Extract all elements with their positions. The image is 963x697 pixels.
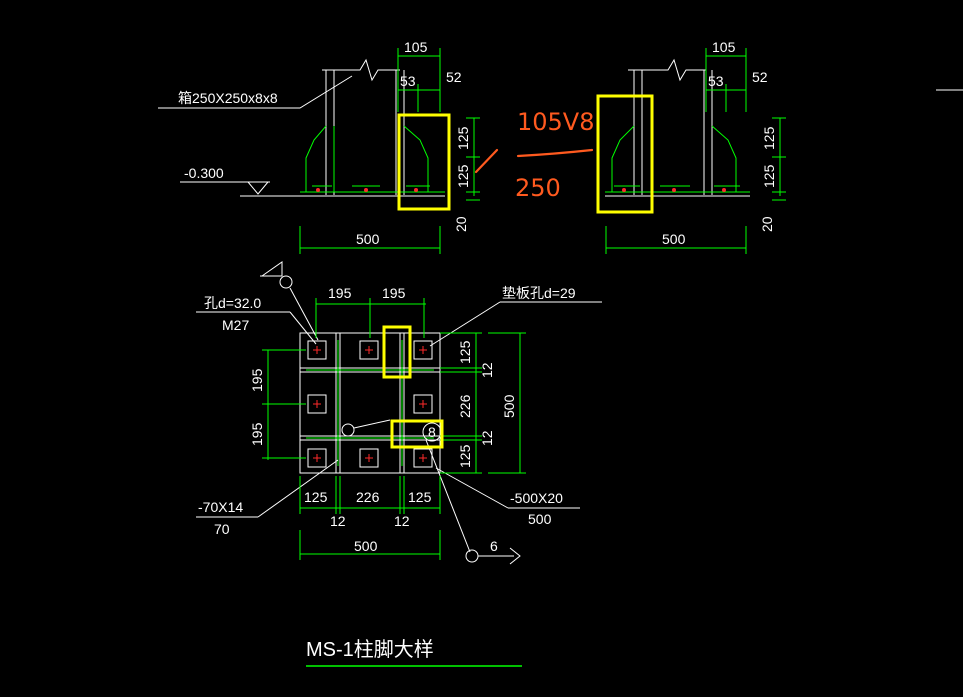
stiffener-sub: 70: [214, 521, 230, 537]
bolt-label: M27: [222, 317, 249, 333]
dim-right-base: 20: [453, 216, 469, 232]
plan-dim-left-a: 195: [249, 368, 265, 392]
plan-dim-right-a: 125: [457, 340, 473, 364]
highlight-box: [596, 94, 654, 214]
elevation-right: 105 53 52 125 125 20 500: [596, 39, 963, 254]
plate-label: -500X20: [510, 490, 563, 506]
highlight-box: [382, 325, 412, 379]
elevation-left: 箱250X250x8x8 -0.300 105 53 52 125 125 20…: [158, 39, 480, 254]
plan-dim-bottom-e: 12: [394, 513, 410, 529]
dim-right-lower: 125: [761, 164, 777, 188]
dim-top-total: 105: [712, 39, 736, 55]
bolt-mark: [672, 188, 676, 192]
plan-view: 8 6 孔d=32.0 M27 垫板孔d=29 -70X14 70 -500X2…: [196, 261, 602, 565]
dim-right-lower: 125: [455, 164, 471, 188]
section-mark-label: 6: [490, 538, 498, 554]
dim-top-b: 52: [752, 69, 768, 85]
plan-dim-right-c: 226: [457, 394, 473, 418]
highlight-box: [397, 113, 451, 211]
washer-label: 垫板孔d=29: [502, 285, 576, 301]
plan-dim-top-a: 195: [328, 285, 352, 301]
hole-label: 孔d=32.0: [204, 295, 261, 311]
plan-dim-bottom-total: 500: [354, 538, 378, 554]
dim-top-total: 105: [404, 39, 428, 55]
dim-right-upper: 125: [761, 126, 777, 150]
bolt-mark: [364, 188, 368, 192]
plan-dim-top-b: 195: [382, 285, 406, 301]
stiffener-label: -70X14: [198, 499, 243, 515]
plan-dim-right-d: 12: [479, 430, 495, 446]
bolt-mark: [622, 188, 626, 192]
plan-dim-right-e: 125: [457, 444, 473, 468]
dim-top-a: 53: [400, 73, 416, 89]
title-text: MS-1柱脚大样: [306, 638, 434, 661]
dim-right-base: 20: [759, 216, 775, 232]
plan-dim-bottom-d: 12: [330, 513, 346, 529]
bolt-mark: [316, 188, 320, 192]
plan-dim-bottom-a: 125: [304, 489, 328, 505]
handwritten-annotation: 105V8 250: [474, 108, 595, 202]
dim-bottom: 500: [662, 231, 686, 247]
plan-dim-right-b: 12: [479, 362, 495, 378]
base-plate: [299, 332, 441, 474]
bolt-mark: [722, 188, 726, 192]
plan-dim-bottom-c: 125: [408, 489, 432, 505]
dim-right-upper: 125: [455, 126, 471, 150]
level-label: -0.300: [184, 165, 224, 181]
annotation-numerator: 105V8: [517, 108, 595, 136]
drawing-title: MS-1柱脚大样: [306, 638, 522, 667]
detail-ring-label: 8: [428, 424, 436, 440]
highlight-box: [390, 419, 444, 449]
plan-dim-bottom-b: 226: [356, 489, 380, 505]
dim-bottom: 500: [356, 231, 380, 247]
plan-dim-left-b: 195: [249, 422, 265, 446]
anchor-bolts: [307, 340, 433, 468]
dim-top-b: 52: [446, 69, 462, 85]
bolt-mark: [414, 188, 418, 192]
plan-dim-right-total: 500: [501, 394, 517, 418]
dim-top-a: 53: [708, 73, 724, 89]
plate-sub: 500: [528, 511, 552, 527]
annotation-denominator: 250: [515, 174, 561, 202]
column-section-label: 箱250X250x8x8: [178, 90, 278, 106]
